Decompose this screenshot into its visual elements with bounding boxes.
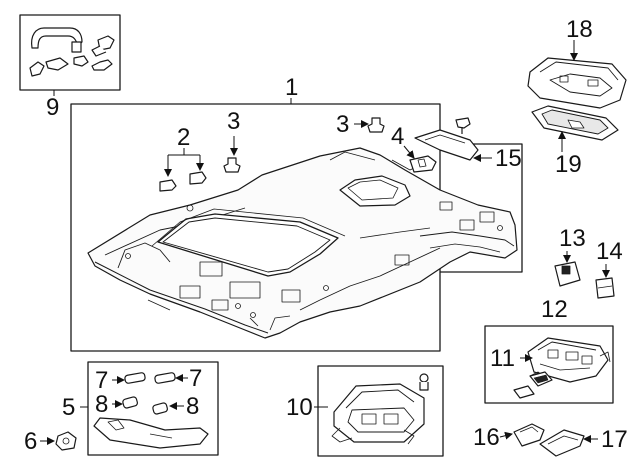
callout-9[interactable]: 9 xyxy=(46,94,60,121)
callout-3[interactable]: 3 xyxy=(227,108,241,135)
callout-14[interactable]: 14 xyxy=(596,238,623,265)
headliner-box-overlay xyxy=(440,143,523,273)
callout-11[interactable]: 11 xyxy=(490,345,515,372)
leader-lines xyxy=(40,40,610,445)
lamp-part-17 xyxy=(539,429,585,457)
console-cover-part-18 xyxy=(527,57,627,109)
callout-10[interactable]: 10 xyxy=(286,394,313,421)
callout-19[interactable]: 19 xyxy=(555,151,582,178)
grab-handle xyxy=(29,27,115,77)
callout-7[interactable]: 7 xyxy=(95,367,109,394)
headliner-panel xyxy=(87,147,518,339)
callout-18[interactable]: 18 xyxy=(566,16,593,43)
lamp-lens xyxy=(513,371,553,399)
visor-clip-part-7 xyxy=(124,372,176,384)
bracket-part-4 xyxy=(409,155,437,173)
lamp-part-16 xyxy=(513,423,545,447)
callout-17[interactable]: 17 xyxy=(601,426,628,453)
switch-part-13 xyxy=(554,261,581,287)
callout-3[interactable]: 3 xyxy=(336,111,350,138)
map-lamp-box xyxy=(317,365,444,457)
callout-8[interactable]: 8 xyxy=(186,393,200,420)
callout-7[interactable]: 7 xyxy=(189,365,203,392)
map-lamp-part-10 xyxy=(331,373,429,445)
visor-clip-part-8 xyxy=(122,396,168,415)
sunvisor-part-5 xyxy=(93,417,209,449)
clip-part-14 xyxy=(595,277,615,299)
callout-13[interactable]: 13 xyxy=(559,225,586,252)
callout-15[interactable]: 15 xyxy=(495,145,522,172)
callout-16[interactable]: 16 xyxy=(473,424,500,451)
console-lamp-box xyxy=(484,325,614,404)
hook-part-6 xyxy=(55,431,77,451)
callout-2[interactable]: 2 xyxy=(177,124,191,151)
bracket-part-15 xyxy=(414,129,479,161)
callout-1[interactable]: 1 xyxy=(285,74,299,101)
clip-part-2 xyxy=(159,171,207,192)
sunvisor-box xyxy=(87,361,219,456)
console-panel-part-19 xyxy=(531,105,619,141)
callout-5[interactable]: 5 xyxy=(62,394,76,421)
pushpin-clip xyxy=(455,117,471,134)
callout-4[interactable]: 4 xyxy=(391,123,405,150)
grab-handle-box xyxy=(19,14,121,91)
callout-6[interactable]: 6 xyxy=(24,428,38,455)
callout-12[interactable]: 12 xyxy=(541,296,568,323)
fastener-part-3 xyxy=(223,117,385,173)
callout-8[interactable]: 8 xyxy=(95,391,109,418)
